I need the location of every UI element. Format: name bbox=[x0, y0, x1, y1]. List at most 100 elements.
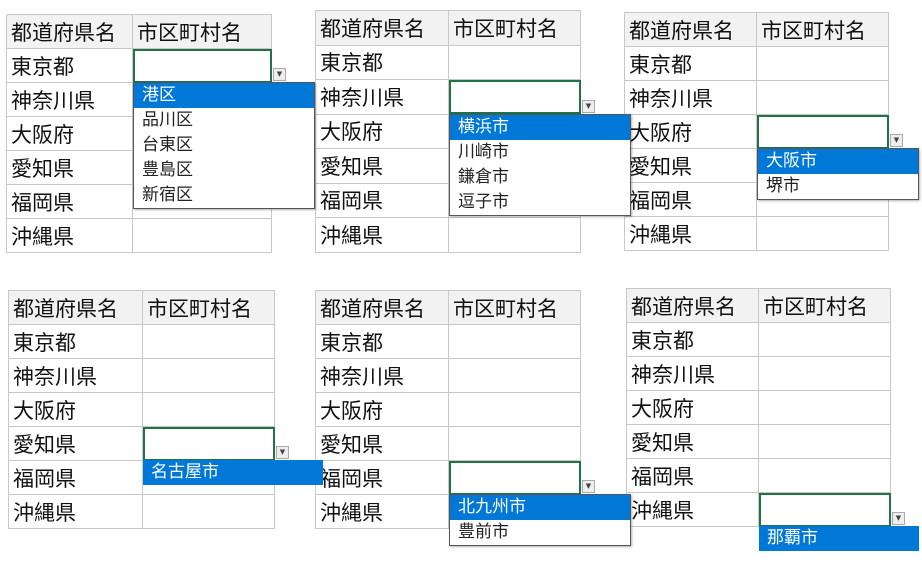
city-cell[interactable] bbox=[758, 458, 891, 493]
dropdown-option[interactable]: 品川区 bbox=[142, 110, 193, 130]
prefecture-cell[interactable]: 大阪府 bbox=[315, 392, 449, 427]
dropdown-option[interactable]: 北九州市 bbox=[450, 495, 630, 520]
city-cell[interactable] bbox=[758, 322, 891, 357]
city-cell[interactable] bbox=[142, 392, 275, 427]
prefecture-cell[interactable]: 愛知県 bbox=[6, 150, 133, 185]
prefecture-cell[interactable]: 東京都 bbox=[315, 44, 449, 80]
active-city-cell[interactable] bbox=[756, 114, 889, 149]
city-cell[interactable] bbox=[448, 426, 581, 461]
header-prefecture[interactable]: 都道府県名 bbox=[315, 290, 449, 325]
prefecture-cell[interactable]: 大阪府 bbox=[626, 390, 759, 425]
header-prefecture[interactable]: 都道府県名 bbox=[315, 10, 449, 46]
prefecture-cell[interactable]: 東京都 bbox=[6, 48, 133, 83]
dropdown-option[interactable]: 名古屋市 bbox=[143, 460, 323, 485]
dropdown-option[interactable]: 横浜市 bbox=[450, 114, 630, 140]
city-cell[interactable] bbox=[448, 217, 581, 253]
header-prefecture[interactable]: 都道府県名 bbox=[8, 290, 143, 325]
dropdown-arrow-icon[interactable]: ▼ bbox=[582, 480, 595, 493]
city-cell[interactable] bbox=[448, 392, 581, 427]
dropdown-option[interactable]: 鎌倉市 bbox=[458, 166, 509, 187]
prefecture-cell[interactable]: 福岡県 bbox=[315, 460, 449, 495]
dropdown-arrow-icon[interactable]: ▼ bbox=[273, 68, 286, 81]
dropdown-arrow-icon[interactable]: ▼ bbox=[892, 512, 905, 525]
dropdown-list: 名古屋市 bbox=[143, 460, 323, 485]
prefecture-cell[interactable]: 神奈川県 bbox=[626, 356, 759, 391]
header-prefecture[interactable]: 都道府県名 bbox=[6, 14, 133, 49]
city-cell[interactable] bbox=[142, 324, 275, 359]
header-prefecture[interactable]: 都道府県名 bbox=[624, 12, 757, 47]
prefecture-cell[interactable]: 福岡県 bbox=[315, 182, 449, 218]
header-city[interactable]: 市区町村名 bbox=[756, 12, 889, 47]
prefecture-cell[interactable]: 沖縄県 bbox=[6, 218, 133, 253]
prefecture-cell[interactable]: 大阪府 bbox=[624, 114, 757, 149]
prefecture-cell[interactable]: 福岡県 bbox=[8, 460, 143, 495]
example-panel-6: 都道府県名市区町村名東京都神奈川県大阪府愛知県福岡県沖縄県 ▼那覇市 bbox=[626, 288, 919, 551]
header-city[interactable]: 市区町村名 bbox=[448, 290, 581, 325]
dropdown-option[interactable]: 台東区 bbox=[142, 135, 193, 155]
prefecture-cell[interactable]: 神奈川県 bbox=[315, 79, 449, 115]
active-city-cell[interactable] bbox=[132, 48, 272, 83]
city-cell[interactable] bbox=[758, 424, 891, 459]
prefecture-cell[interactable]: 神奈川県 bbox=[6, 82, 133, 117]
prefecture-cell[interactable]: 東京都 bbox=[8, 324, 143, 359]
header-city[interactable]: 市区町村名 bbox=[758, 288, 891, 323]
active-city-cell[interactable] bbox=[142, 426, 275, 461]
dropdown-option[interactable]: 川崎市 bbox=[458, 141, 509, 162]
city-cell[interactable] bbox=[756, 80, 889, 115]
prefecture-cell[interactable]: 愛知県 bbox=[624, 148, 757, 183]
dropdown-arrow-icon[interactable]: ▼ bbox=[890, 134, 903, 147]
prefecture-table: 都道府県名市区町村名東京都神奈川県大阪府愛知県福岡県沖縄県 bbox=[6, 14, 272, 253]
active-city-cell[interactable] bbox=[448, 79, 581, 115]
dropdown-arrow-icon[interactable]: ▼ bbox=[276, 446, 289, 459]
dropdown-option[interactable]: 大阪市 bbox=[758, 149, 918, 174]
prefecture-cell[interactable]: 大阪府 bbox=[315, 113, 449, 149]
city-cell[interactable] bbox=[448, 358, 581, 393]
prefecture-cell[interactable]: 東京都 bbox=[626, 322, 759, 357]
prefecture-cell[interactable]: 沖縄県 bbox=[8, 494, 143, 529]
header-city[interactable]: 市区町村名 bbox=[142, 290, 275, 325]
header-prefecture[interactable]: 都道府県名 bbox=[626, 288, 759, 323]
active-city-cell[interactable] bbox=[758, 492, 891, 527]
header-city[interactable]: 市区町村名 bbox=[448, 10, 581, 46]
prefecture-cell[interactable]: 愛知県 bbox=[315, 426, 449, 461]
prefecture-cell[interactable]: 愛知県 bbox=[315, 148, 449, 184]
dropdown-option[interactable]: 豊島区 bbox=[142, 160, 193, 180]
dropdown-option[interactable]: 豊前市 bbox=[458, 522, 509, 542]
city-cell[interactable] bbox=[142, 358, 275, 393]
prefecture-cell[interactable]: 福岡県 bbox=[6, 184, 133, 219]
active-city-cell[interactable] bbox=[448, 460, 581, 495]
prefecture-cell[interactable]: 大阪府 bbox=[6, 116, 133, 151]
table-row: 沖縄県 bbox=[624, 216, 889, 251]
prefecture-cell[interactable]: 福岡県 bbox=[626, 458, 759, 493]
city-cell[interactable] bbox=[142, 494, 275, 529]
dropdown-option[interactable]: 港区 bbox=[134, 83, 314, 108]
prefecture-cell[interactable]: 東京都 bbox=[315, 324, 449, 359]
city-cell[interactable] bbox=[132, 218, 272, 253]
prefecture-cell[interactable]: 神奈川県 bbox=[8, 358, 143, 393]
city-cell[interactable] bbox=[448, 324, 581, 359]
prefecture-cell[interactable]: 愛知県 bbox=[626, 424, 759, 459]
dropdown-option[interactable]: 那覇市 bbox=[759, 526, 919, 551]
table-row: 神奈川県 bbox=[626, 356, 891, 391]
prefecture-cell[interactable]: 沖縄県 bbox=[624, 216, 757, 251]
city-cell[interactable] bbox=[758, 390, 891, 425]
city-cell[interactable] bbox=[448, 44, 581, 80]
prefecture-cell[interactable]: 神奈川県 bbox=[315, 358, 449, 393]
dropdown-option[interactable]: 逗子市 bbox=[458, 191, 509, 212]
dropdown-arrow-icon[interactable]: ▼ bbox=[582, 99, 595, 113]
prefecture-cell[interactable]: 東京都 bbox=[624, 46, 757, 81]
dropdown-option[interactable]: 新宿区 bbox=[142, 185, 193, 205]
dropdown-option[interactable]: 堺市 bbox=[766, 176, 800, 196]
city-cell[interactable] bbox=[758, 356, 891, 391]
prefecture-cell[interactable]: 愛知県 bbox=[8, 426, 143, 461]
header-city[interactable]: 市区町村名 bbox=[132, 14, 272, 49]
prefecture-cell[interactable]: 大阪府 bbox=[8, 392, 143, 427]
prefecture-cell[interactable]: 神奈川県 bbox=[624, 80, 757, 115]
prefecture-cell[interactable]: 福岡県 bbox=[624, 182, 757, 217]
city-cell[interactable] bbox=[756, 46, 889, 81]
prefecture-cell[interactable]: 沖縄県 bbox=[315, 217, 449, 253]
city-cell[interactable] bbox=[756, 216, 889, 251]
prefecture-cell[interactable]: 沖縄県 bbox=[626, 492, 759, 527]
table-row: 福岡県 bbox=[626, 458, 891, 493]
prefecture-cell[interactable]: 沖縄県 bbox=[315, 494, 449, 529]
